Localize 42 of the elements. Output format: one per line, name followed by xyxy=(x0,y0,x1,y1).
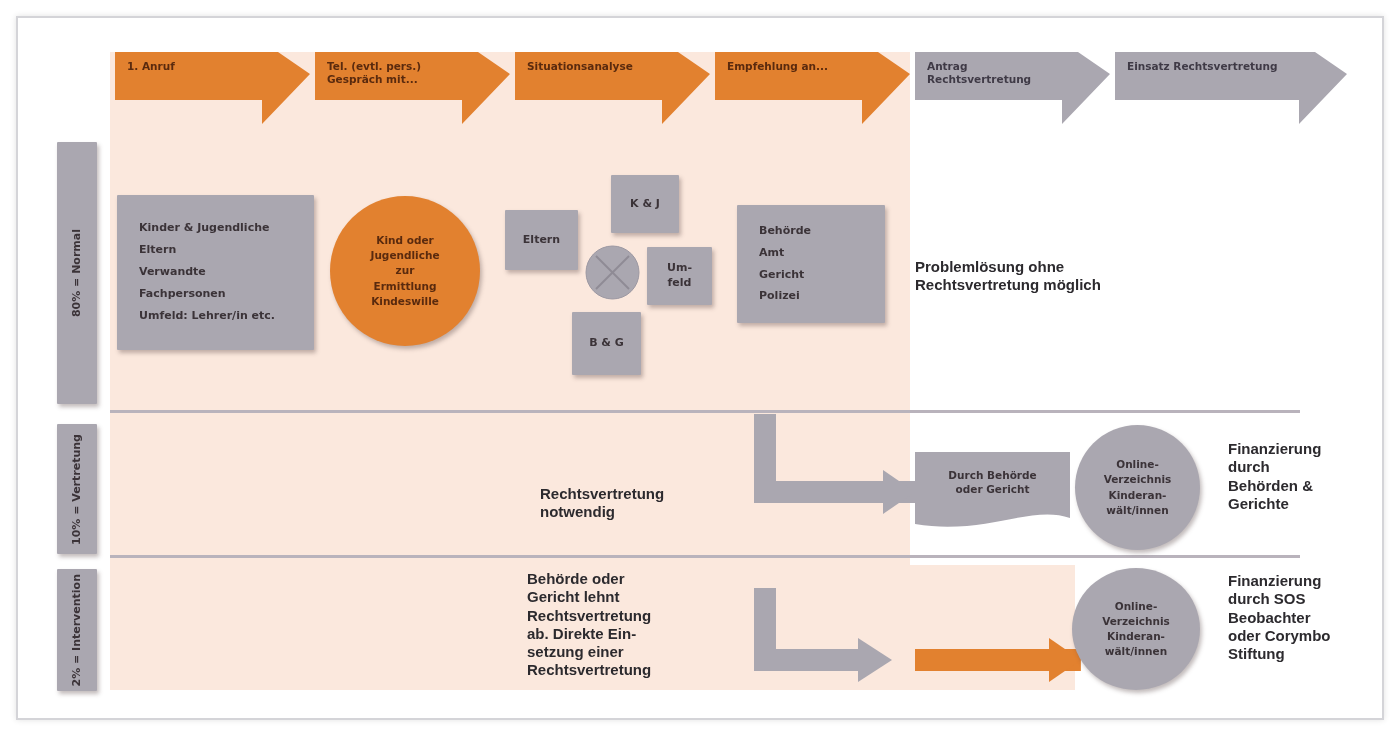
step-label: 1. Anruf xyxy=(127,60,175,73)
small-box xyxy=(647,247,712,305)
step-label: Antrag Rechtsvertretung xyxy=(927,60,1033,86)
row-label-bar xyxy=(57,424,97,554)
list-item: Kinder & Jugendliche xyxy=(139,221,270,237)
note-text: Finanzierung durch SOS Beobachter oder Corymbo Stiftung xyxy=(1228,572,1332,664)
note-text: Problemlösung ohne Rechtsvertretung möglich xyxy=(915,258,1102,295)
note-text: Finanzierung durch Behörden & Gerichte xyxy=(1228,440,1323,514)
step-label: Tel. (evtl. pers.) Gespräch mit... xyxy=(327,60,422,86)
step-label: Einsatz Rechtsvertretung xyxy=(1127,60,1278,73)
row-label-bar xyxy=(57,569,97,691)
node-text: Durch Behörde oder Gericht xyxy=(947,468,1038,497)
list-item: Verwandte xyxy=(139,265,206,280)
small-box xyxy=(505,210,578,270)
small-box xyxy=(611,175,679,233)
list-box xyxy=(737,205,885,323)
list-item: Eltern xyxy=(139,243,177,259)
block-arrow xyxy=(754,414,915,514)
node-text: Online- Verzeichnis Kinderan- wält/innen xyxy=(1101,598,1171,660)
small-box xyxy=(572,312,641,375)
list-item: Gericht xyxy=(759,267,805,283)
step-label: Empfehlung an... xyxy=(727,60,829,73)
list-item: Polizei xyxy=(759,289,800,305)
list-item: Fachpersonen xyxy=(139,286,226,302)
node-text: Online- Verzeichnis Kinderan- wält/innen xyxy=(1102,457,1173,518)
row-label: 80% = Normal xyxy=(69,228,84,318)
node-text: Kind oder Jugendliche zur Ermittlung Kindeswille xyxy=(369,232,441,309)
row-label-bar xyxy=(57,142,97,404)
list-item: Amt xyxy=(759,245,785,261)
step-label: Situationsanalyse xyxy=(527,60,633,73)
note-text: Behörde oder Gericht lehnt Rechtsvertretung ab. Direkte Ein- setzung einer Rechtsvertretung xyxy=(527,570,653,680)
list-item: Umfeld: Lehrer/in etc. xyxy=(139,308,275,324)
node-text: B & G xyxy=(589,336,624,351)
node-text: K & J xyxy=(630,196,660,212)
block-arrow xyxy=(915,638,1081,682)
row-label: 2% = Intervention xyxy=(69,573,84,687)
list-box xyxy=(117,195,314,350)
row-label: 10% = Vertretung xyxy=(69,433,84,545)
note-text: Rechtsvertretung notwendig xyxy=(540,485,666,522)
node-text: Eltern xyxy=(522,232,561,248)
list-item: Behörde xyxy=(759,223,811,239)
node-text: Um- feld xyxy=(666,261,693,291)
